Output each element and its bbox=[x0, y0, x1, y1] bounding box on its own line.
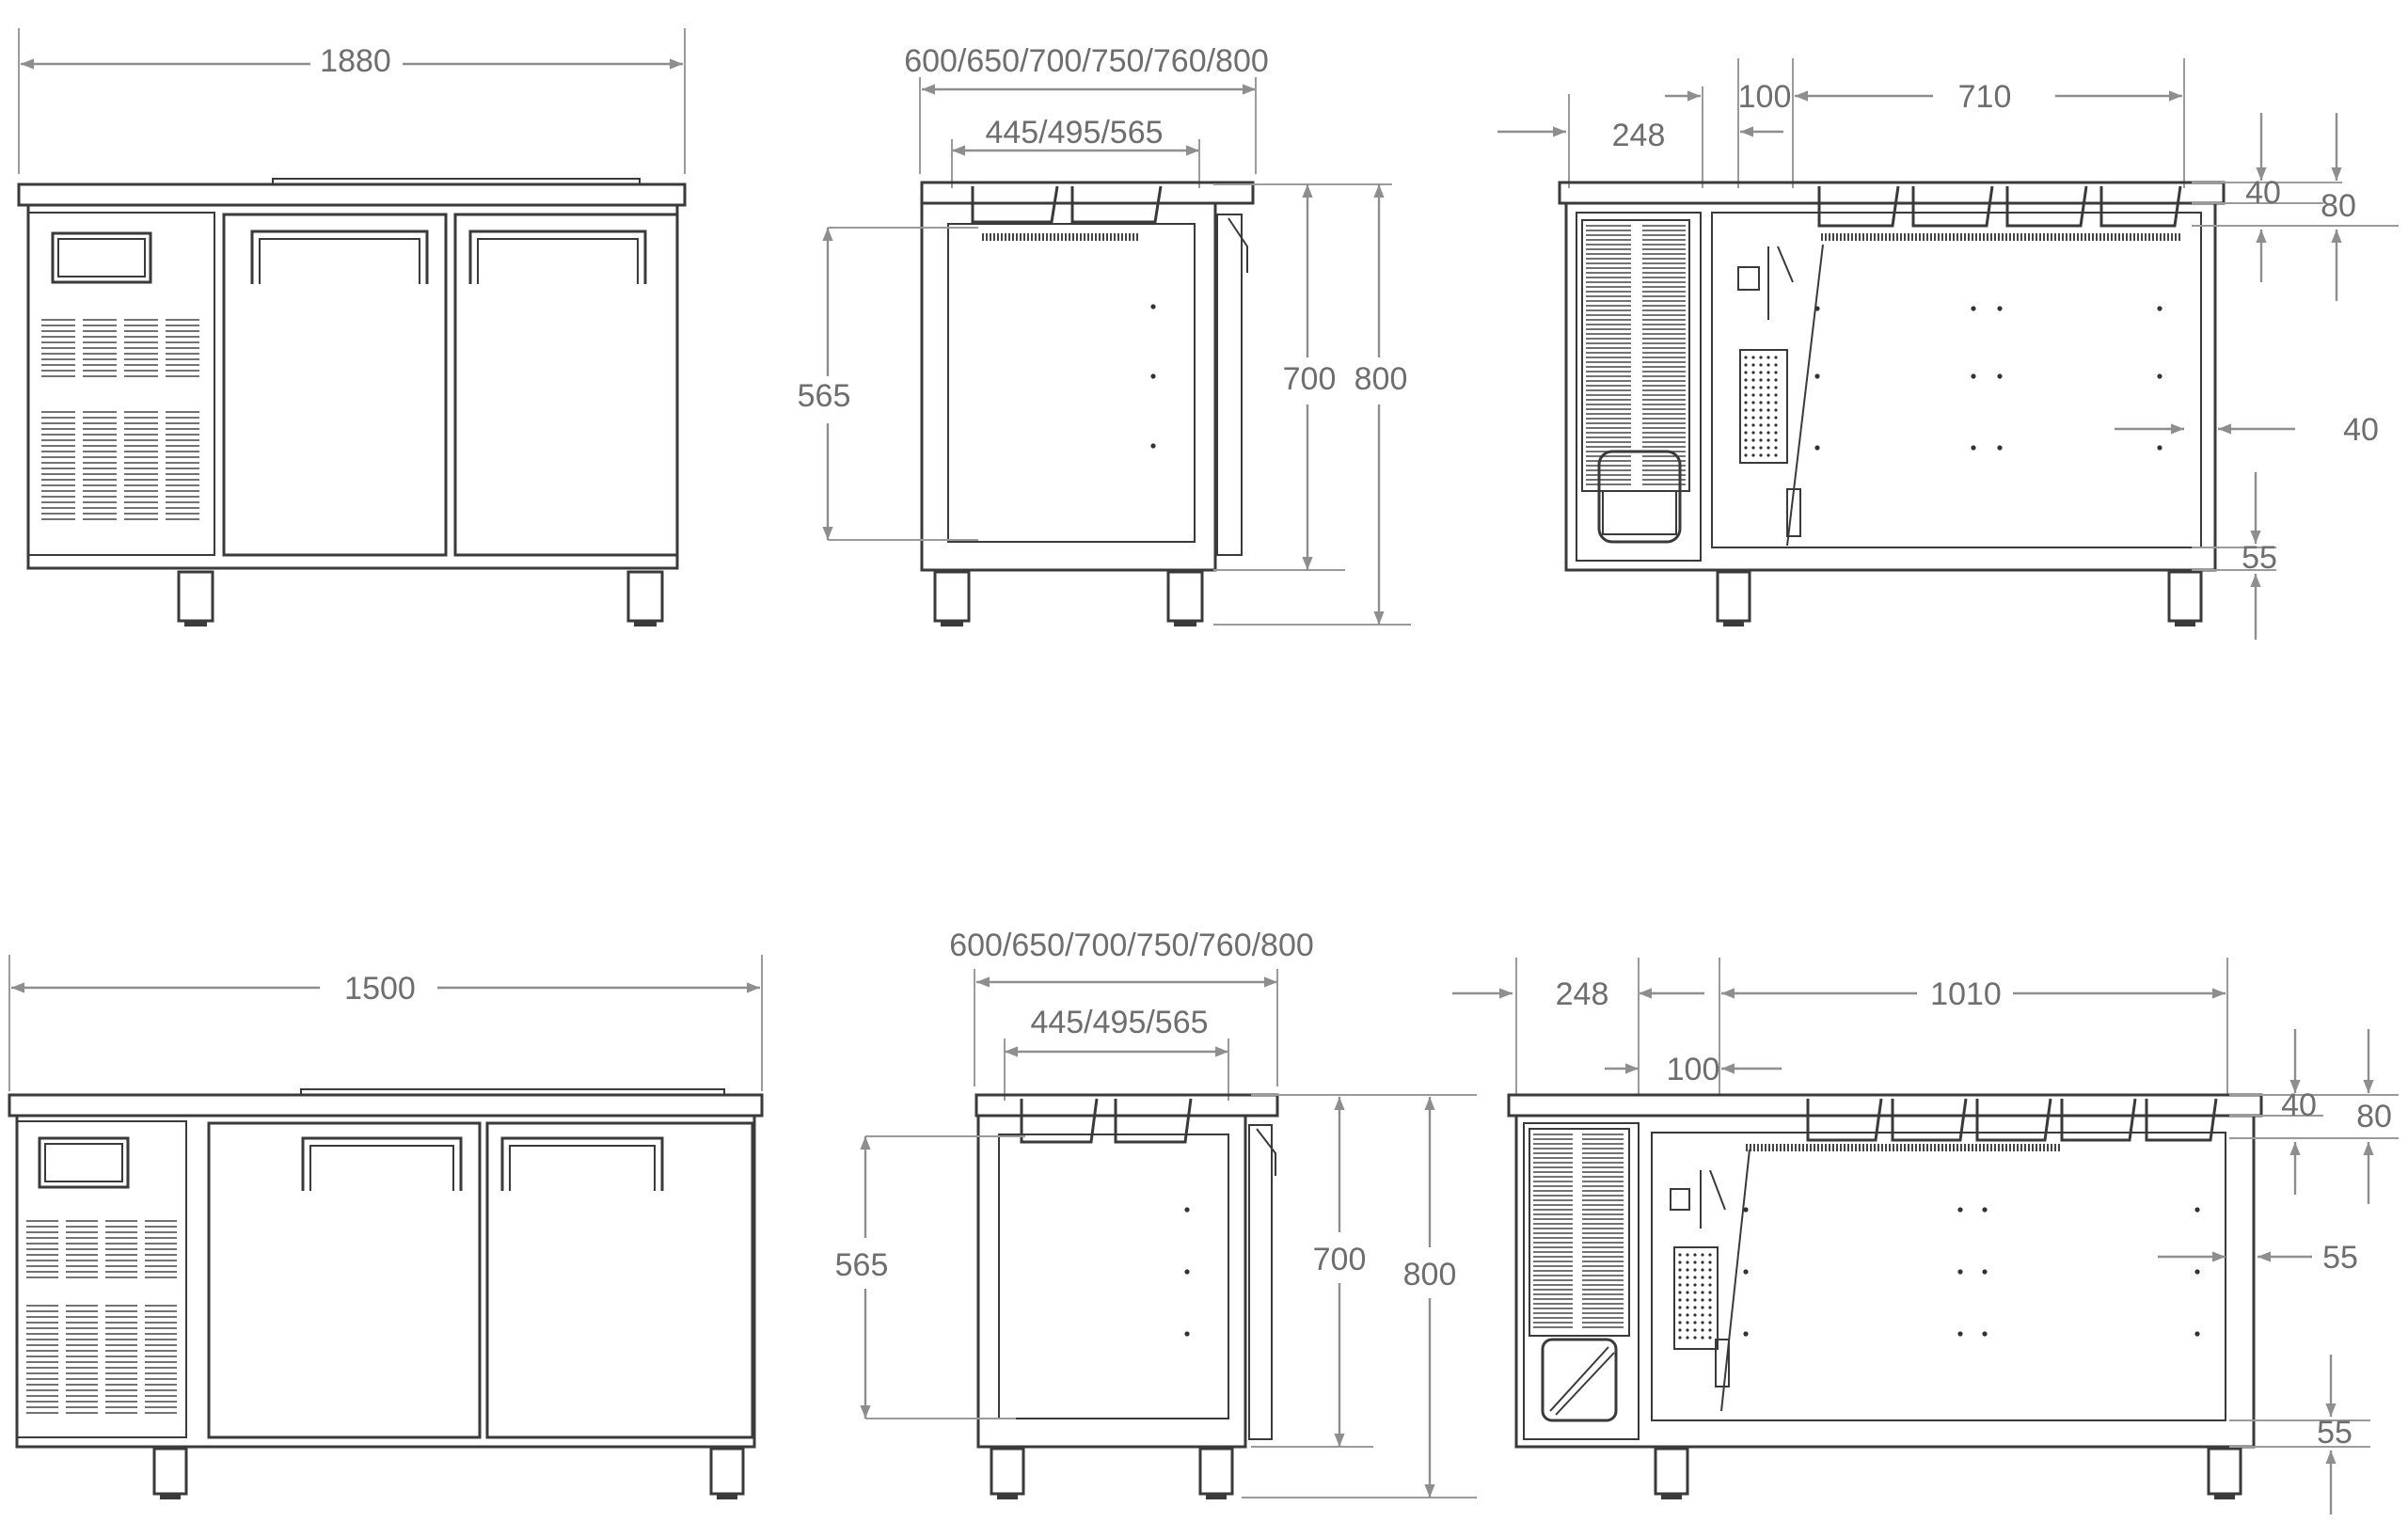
side-view-top: 600/650/700/750/760/800 445/495/565 565 bbox=[798, 43, 1411, 626]
total-height-label-bottom: 800 bbox=[1403, 1257, 1457, 1292]
bottom-label: 55 bbox=[2242, 540, 2277, 576]
evaporator-mesh bbox=[1744, 356, 1778, 457]
dim-width-label: 1880 bbox=[320, 43, 391, 79]
body-height-label-bottom: 700 bbox=[1313, 1242, 1367, 1277]
side-view-bottom: 600/650/700/750/760/800 445/495/565 565 … bbox=[835, 928, 1477, 1499]
wall-label-bottom: 55 bbox=[2322, 1240, 2358, 1276]
inner-options-label: 445/495/565 bbox=[985, 115, 1163, 151]
inner-height-label: 565 bbox=[798, 378, 851, 414]
interior-width-label-bottom: 1010 bbox=[1930, 976, 2002, 1012]
top-thickness-label: 40 bbox=[2245, 175, 2281, 211]
section-view-top: 248 100 710 bbox=[1497, 58, 2399, 640]
wall-label: 40 bbox=[2343, 412, 2379, 448]
condenser-grille-bottom bbox=[1533, 1134, 1624, 1328]
inner-height-label-bottom: 565 bbox=[835, 1247, 889, 1283]
pan-depth-label: 80 bbox=[2321, 188, 2356, 224]
condenser-grille bbox=[1586, 225, 1686, 485]
inner-options-label-bottom: 445/495/565 bbox=[1030, 1005, 1208, 1040]
compressor-width-label: 248 bbox=[1612, 118, 1666, 153]
front-view-1500: 1500 bbox=[8, 955, 764, 1499]
dim-width-label-bottom: 1500 bbox=[344, 971, 416, 1007]
bottom-label-bottom: 55 bbox=[2317, 1415, 2353, 1451]
section-view-bottom: 248 100 1010 bbox=[1452, 958, 2399, 1514]
gap-label: 100 bbox=[1738, 79, 1792, 115]
gap-label-bottom: 100 bbox=[1667, 1052, 1720, 1087]
front-vent-grille-bottom bbox=[26, 1220, 177, 1414]
total-height-label: 800 bbox=[1354, 361, 1408, 397]
pan-depth-label-bottom: 80 bbox=[2356, 1099, 2392, 1134]
front-vent-grille bbox=[41, 319, 199, 520]
interior-width-label: 710 bbox=[1958, 79, 2012, 115]
front-view-1880: 1880 bbox=[17, 28, 687, 626]
depth-options-label-bottom: 600/650/700/750/760/800 bbox=[949, 928, 1314, 963]
evaporator-mesh-bottom bbox=[1678, 1253, 1712, 1340]
depth-options-label: 600/650/700/750/760/800 bbox=[904, 43, 1269, 79]
compressor-width-label-bottom: 248 bbox=[1556, 976, 1609, 1012]
body-height-label: 700 bbox=[1283, 361, 1337, 397]
top-thickness-label-bottom: 40 bbox=[2281, 1087, 2317, 1123]
